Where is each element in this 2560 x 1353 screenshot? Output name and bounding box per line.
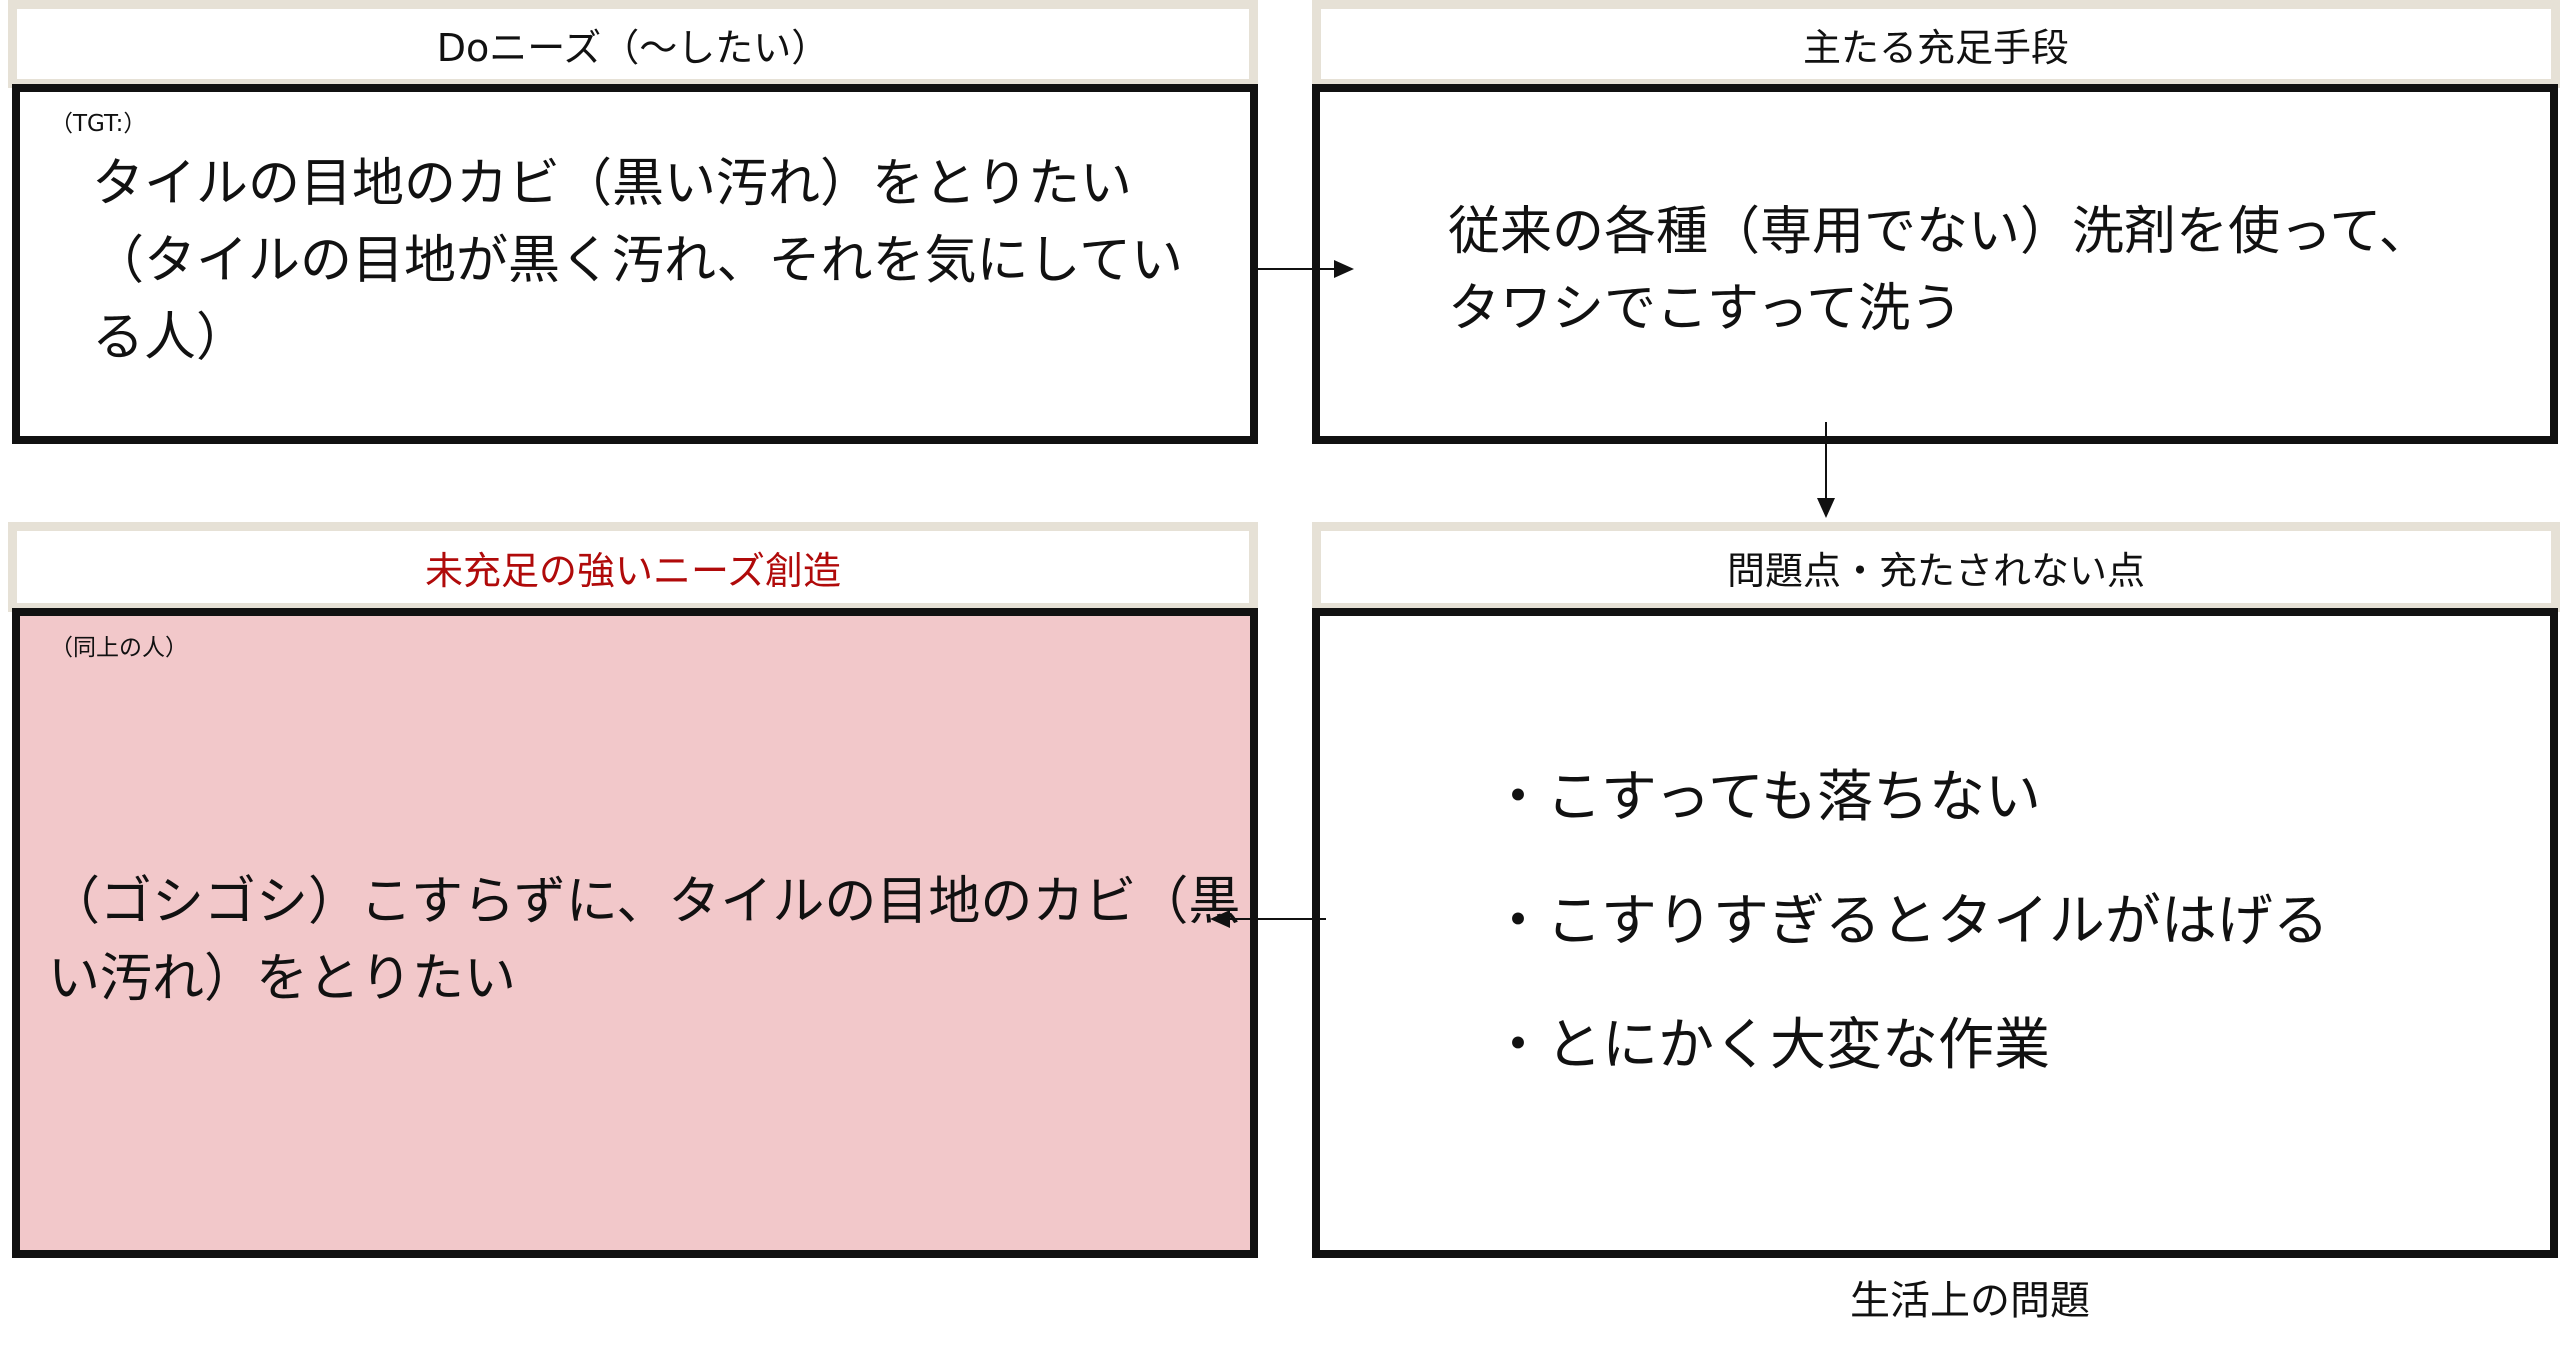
do-needs-text: タイルの目地のカビ（黒い汚れ）をとりたい（タイルの目地が黒く汚れ、それを気にして… bbox=[92, 154, 1183, 368]
arrowhead-down-icon bbox=[1817, 498, 1835, 518]
main-means-header: 主たる充足手段 bbox=[1312, 0, 2560, 88]
target-label: （TGT:） bbox=[50, 111, 147, 137]
problems-header: 問題点・充たされない点 bbox=[1312, 522, 2560, 612]
arrowhead-left-icon bbox=[1210, 910, 1230, 928]
main-means-text: 従来の各種（専用でない）洗剤を使って、タワシでこすって洗う bbox=[1448, 202, 2431, 339]
unmet-target-label: （同上の人） bbox=[50, 635, 188, 661]
do-needs-box: （TGT:） タイルの目地のカビ（黒い汚れ）をとりたい（タイルの目地が黒く汚れ、… bbox=[12, 84, 1258, 444]
main-means-box: 従来の各種（専用でない）洗剤を使って、タワシでこすって洗う bbox=[1312, 84, 2558, 444]
problems-header-text: 問題点・充たされない点 bbox=[1726, 548, 2145, 593]
unmet-needs-box: （同上の人） （ゴシゴシ）こすらずに、タイルの目地のカビ（黒い汚れ）をとりたい bbox=[12, 608, 1258, 1258]
unmet-needs-header-text: 未充足の強いニーズ創造 bbox=[424, 548, 842, 593]
arrowhead-right-icon bbox=[1334, 260, 1354, 278]
problems-footer: 生活上の問題 bbox=[1850, 1278, 2090, 1324]
do-needs-header: Doニーズ（〜したい） bbox=[8, 0, 1258, 88]
problem-item: ・こすりすぎるとタイルがはげる bbox=[1490, 889, 2329, 954]
main-means-header-text: 主たる充足手段 bbox=[1802, 25, 2069, 70]
problems-box: ・こすっても落ちない ・こすりすぎるとタイルがはげる ・とにかく大変な作業 bbox=[1312, 608, 2558, 1258]
problem-item: ・とにかく大変な作業 bbox=[1490, 1013, 2050, 1078]
unmet-needs-text: （ゴシゴシ）こすらずに、タイルの目地のカビ（黒い汚れ）をとりたい bbox=[48, 872, 1241, 1009]
do-needs-header-text: Doニーズ（〜したい） bbox=[436, 25, 830, 70]
unmet-needs-header: 未充足の強いニーズ創造 bbox=[8, 522, 1258, 612]
problem-item: ・こすっても落ちない bbox=[1490, 765, 2042, 830]
